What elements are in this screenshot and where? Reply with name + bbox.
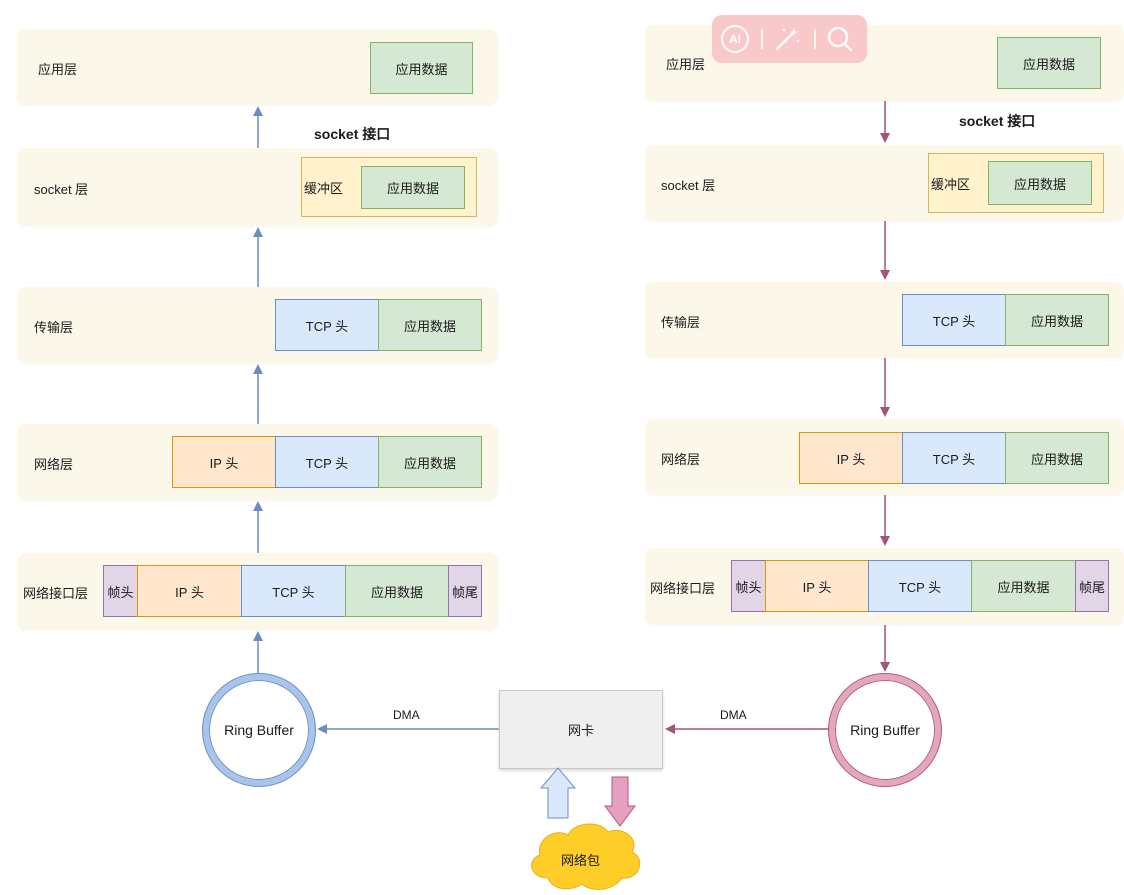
ip-header-cell: IP 头 bbox=[137, 565, 242, 617]
ai-icon-label: AI bbox=[729, 32, 741, 46]
right-transport-layer: 传输层 TCP 头 应用数据 bbox=[645, 282, 1124, 358]
right-socket-interface-label: socket 接口 bbox=[959, 113, 1036, 129]
app-data-cell: 应用数据 bbox=[997, 37, 1101, 89]
buffer-label: 缓冲区 bbox=[931, 176, 971, 192]
tcp-header-cell: TCP 头 bbox=[902, 432, 1006, 484]
right-socket-layer: socket 层 缓冲区 应用数据 bbox=[645, 145, 1124, 221]
toolbar-divider bbox=[814, 29, 816, 49]
left-network-layer: 网络层 IP 头 TCP 头 应用数据 bbox=[17, 424, 498, 500]
left-transport-layer: 传输层 TCP 头 应用数据 bbox=[17, 287, 498, 363]
ip-header-cell: IP 头 bbox=[765, 560, 869, 612]
right-link-layer: 网络接口层 帧头 IP 头 TCP 头 应用数据 帧尾 bbox=[645, 548, 1124, 625]
layer-label: socket 层 bbox=[661, 178, 716, 193]
app-data-cell: 应用数据 bbox=[378, 299, 482, 351]
frame-header-cell: 帧头 bbox=[731, 560, 766, 612]
layer-label: 网络接口层 bbox=[23, 586, 89, 601]
left-ring-buffer: Ring Buffer bbox=[203, 674, 315, 786]
layer-label: 传输层 bbox=[34, 320, 74, 335]
left-dma-label: DMA bbox=[393, 708, 420, 722]
outgoing-packet-block-arrow bbox=[604, 776, 636, 827]
tcp-header-cell: TCP 头 bbox=[275, 436, 379, 488]
app-data-cell: 应用数据 bbox=[988, 161, 1092, 205]
search-icon[interactable] bbox=[824, 24, 856, 54]
incoming-packet-block-arrow bbox=[539, 767, 577, 819]
app-data-cell: 应用数据 bbox=[345, 565, 449, 617]
frame-tail-cell: 帧尾 bbox=[1075, 560, 1109, 612]
tcp-header-cell: TCP 头 bbox=[868, 560, 972, 612]
left-link-layer: 网络接口层 帧头 IP 头 TCP 头 应用数据 帧尾 bbox=[17, 553, 498, 630]
ip-header-cell: IP 头 bbox=[172, 436, 276, 488]
magic-wand-icon[interactable] bbox=[772, 25, 802, 53]
layer-label: 网络层 bbox=[661, 452, 701, 467]
network-packet-label: 网络包 bbox=[561, 853, 601, 868]
left-socket-interface-label: socket 接口 bbox=[314, 126, 391, 142]
layer-label: 应用层 bbox=[38, 62, 78, 77]
layer-label: socket 层 bbox=[34, 182, 89, 197]
layer-label: 网络接口层 bbox=[650, 581, 716, 596]
buffer-label: 缓冲区 bbox=[304, 180, 344, 196]
layer-label: 应用层 bbox=[666, 57, 706, 72]
tcp-header-cell: TCP 头 bbox=[275, 299, 379, 351]
network-packet-cloud bbox=[531, 823, 641, 890]
app-data-cell: 应用数据 bbox=[1005, 294, 1109, 346]
layer-label: 传输层 bbox=[661, 315, 701, 330]
floating-toolbar: AI bbox=[712, 15, 867, 63]
left-socket-layer: socket 层 缓冲区 应用数据 bbox=[17, 148, 498, 226]
app-data-cell: 应用数据 bbox=[361, 166, 465, 209]
right-network-layer: 网络层 IP 头 TCP 头 应用数据 bbox=[645, 419, 1124, 495]
app-data-cell: 应用数据 bbox=[370, 42, 473, 94]
nic-box: 网卡 bbox=[499, 690, 663, 769]
toolbar-divider bbox=[761, 29, 763, 49]
right-dma-label: DMA bbox=[720, 708, 747, 722]
layer-label: 网络层 bbox=[34, 457, 74, 472]
frame-header-cell: 帧头 bbox=[103, 565, 138, 617]
tcp-header-cell: TCP 头 bbox=[241, 565, 346, 617]
ai-icon[interactable]: AI bbox=[721, 25, 749, 53]
left-app-layer: 应用层 应用数据 bbox=[17, 29, 498, 105]
frame-tail-cell: 帧尾 bbox=[448, 565, 482, 617]
app-data-cell: 应用数据 bbox=[1005, 432, 1109, 484]
app-data-cell: 应用数据 bbox=[378, 436, 482, 488]
right-ring-buffer: Ring Buffer bbox=[829, 674, 941, 786]
